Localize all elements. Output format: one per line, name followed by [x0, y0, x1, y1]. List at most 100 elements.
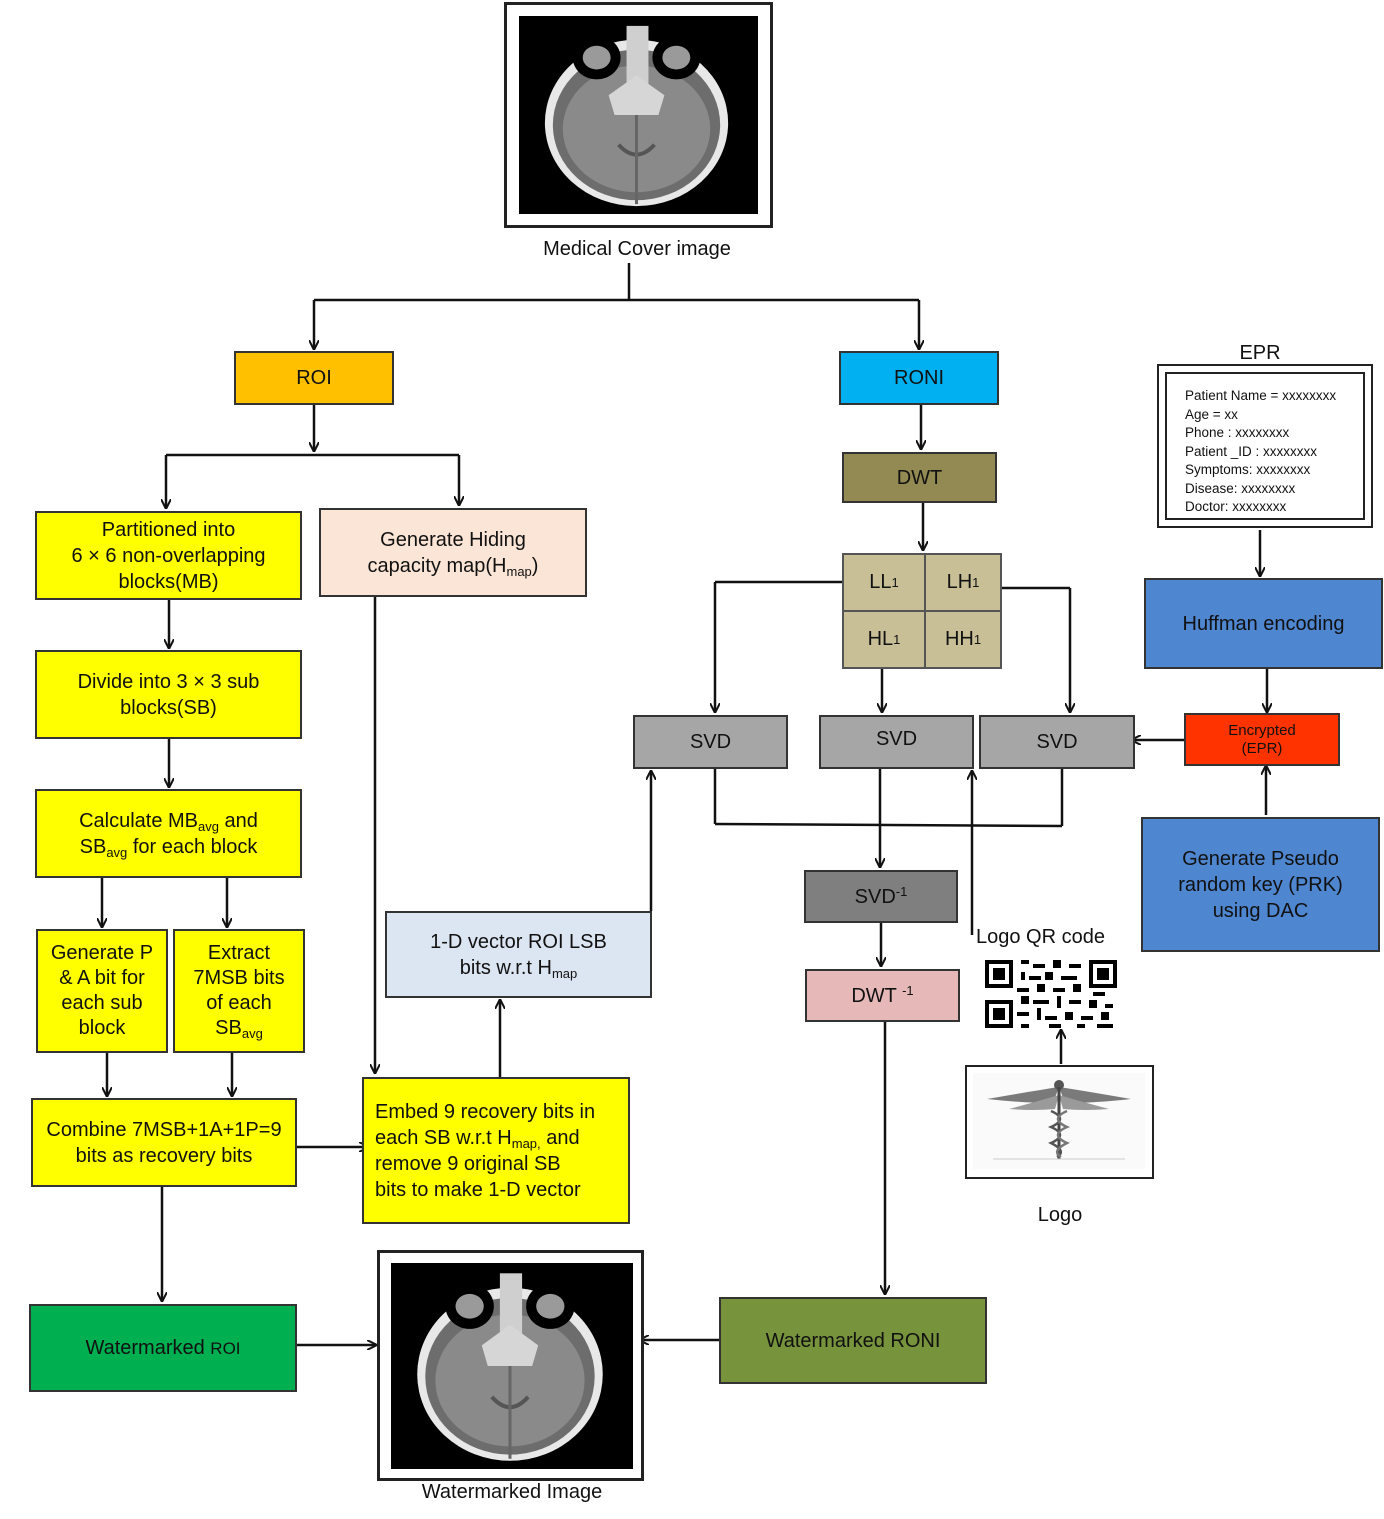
watermarked-image-caption: Watermarked Image — [421, 1481, 603, 1503]
embed-line-4: bits to make 1-D vector — [375, 1178, 581, 1201]
calc-text-1b: and — [218, 809, 258, 832]
divide-line-2: blocks(SB) — [120, 696, 217, 719]
extract-msb-box: Extract 7MSB bits of each SBavg — [173, 929, 305, 1053]
hh-text: HH — [944, 628, 974, 650]
extract-line-4: SBavg — [215, 1016, 263, 1041]
epr-patient-name: Patient Name = xxxxxxxx — [1185, 388, 1337, 403]
calc-text-2: SB — [79, 835, 107, 858]
hl-text: HL — [867, 628, 894, 650]
divide-box: Divide into 3 × 3 sub blocks(SB) — [35, 650, 302, 739]
extract-text-4: SB — [215, 1017, 242, 1039]
svd-left-label: SVD — [689, 731, 732, 753]
combine-box: Combine 7MSB+1A+1P=9 bits as recovery bi… — [31, 1098, 297, 1187]
partition-line-3: blocks(MB) — [118, 570, 219, 593]
epr-record: Patient Name = xxxxxxxx Age = xx Phone :… — [1165, 372, 1365, 520]
partition-line-1: Partitioned into — [101, 518, 236, 541]
generate-pa-box: Generate P & A bit for each sub block — [36, 929, 168, 1053]
epr-doctor: Doctor: xxxxxxxx — [1185, 499, 1287, 514]
vector-sub-2: map — [551, 965, 578, 981]
hiding-text: capacity map(H — [367, 554, 507, 577]
lh-text: LH — [946, 571, 973, 593]
svd-inverse-box: SVD-1 — [804, 870, 958, 923]
genpa-line-3: each sub — [61, 992, 143, 1014]
embed-box: Embed 9 recovery bits in each SB w.r.t H… — [362, 1077, 630, 1224]
encrypted-epr-box: Encrypted (EPR) — [1184, 713, 1340, 766]
vector-box: 1-D vector ROI LSB bits w.r.t Hmap — [385, 911, 652, 998]
roni-box: RONI — [839, 351, 999, 405]
genpa-line-2: & A bit for — [59, 967, 145, 989]
embed-line-3: remove 9 original SB — [375, 1152, 561, 1175]
hiding-close: ) — [531, 554, 539, 577]
svd-middle-label: SVD — [875, 728, 918, 750]
wm-roi-small: ROI — [210, 1338, 241, 1358]
embed-line-1: Embed 9 recovery bits in — [375, 1100, 596, 1123]
embed-text-2: each SB w.r.t H — [375, 1126, 512, 1149]
hiding-line-1: Generate Hiding — [380, 528, 526, 551]
dwt-inv-text: DWT — [851, 984, 903, 1007]
vector-line-1: 1-D vector ROI LSB — [430, 930, 607, 953]
huffman-box: Huffman encoding — [1144, 578, 1383, 669]
prk-line-2: random key (PRK) — [1178, 873, 1343, 896]
divide-line-1: Divide into 3 × 3 sub — [77, 670, 260, 693]
epr-record-frame: Patient Name = xxxxxxxx Age = xx Phone :… — [1157, 364, 1373, 528]
extract-line-1: Extract — [207, 942, 271, 964]
genpa-line-1: Generate P — [50, 942, 154, 964]
watermarked-roi-label: Watermarked ROI — [85, 1335, 240, 1362]
logo-frame — [965, 1065, 1154, 1179]
watermarked-ct-scan-image — [391, 1263, 633, 1469]
calc-sub-2: avg — [106, 844, 128, 860]
hiding-line-2: capacity map(Hmap) — [368, 553, 539, 579]
svd-inverse-label: SVD-1 — [855, 884, 908, 910]
embed-text-2b: and — [540, 1126, 580, 1149]
combine-line-1: Combine 7MSB+1A+1P=9 — [46, 1118, 282, 1141]
hiding-subscript: map — [506, 563, 532, 579]
calculate-line-1: Calculate MBavg and — [79, 808, 258, 834]
epr-disease: Disease: xxxxxxxx — [1185, 480, 1296, 496]
extract-sub-4: avg — [241, 1026, 263, 1041]
watermarked-roi-box: Watermarked ROI — [29, 1304, 297, 1392]
epr-patient-id: Patient _ID : xxxxxxxx — [1185, 443, 1318, 459]
extract-line-3: of each — [206, 992, 272, 1014]
cover-image-caption: Medical Cover image — [543, 238, 731, 260]
prk-line-3: using DAC — [1212, 899, 1309, 922]
epr-title: EPR — [1239, 342, 1281, 364]
partition-line-2: 6 × 6 non-overlapping — [71, 544, 266, 567]
roi-box: ROI — [234, 351, 394, 405]
calculate-box: Calculate MBavg and SBavg for each block — [35, 789, 302, 878]
svd-right-box: SVD — [979, 715, 1135, 769]
svd-inv-sup: -1 — [895, 883, 908, 899]
dwt-inv-sup: -1 — [902, 982, 914, 998]
epr-symptoms: Symptoms: xxxxxxxx — [1185, 462, 1311, 477]
svd-right-label: SVD — [1036, 731, 1078, 753]
genpa-line-4: block — [78, 1017, 126, 1039]
encrypted-line-2: (EPR) — [1241, 739, 1283, 757]
svd-inv-text: SVD — [854, 885, 896, 908]
vector-line-2: bits w.r.t Hmap — [460, 955, 578, 981]
roi-label: ROI — [296, 367, 332, 389]
ll-text: LL — [869, 571, 892, 593]
qr-code-icon — [985, 959, 1117, 1029]
combine-line-2: bits as recovery bits — [75, 1144, 253, 1167]
calc-text-1: Calculate MB — [79, 809, 199, 832]
calc-sub-1: avg — [198, 818, 219, 834]
cover-image-frame — [504, 2, 773, 228]
watermarked-image-frame — [377, 1250, 644, 1481]
calc-text-2b: for each block — [127, 835, 258, 858]
vector-text-2: bits w.r.t H — [459, 956, 552, 979]
wm-roi-text: Watermarked — [85, 1336, 211, 1359]
logo-qr-caption: Logo QR code — [976, 926, 1105, 948]
dwt-inverse-label: DWT -1 — [851, 983, 913, 1009]
ct-brain-scan-image — [519, 16, 758, 214]
roni-label: RONI — [894, 367, 944, 389]
embed-sub-2: map, — [511, 1135, 541, 1151]
encrypted-line-1: Encrypted — [1228, 721, 1296, 739]
calculate-line-2: SBavg for each block — [80, 834, 258, 860]
hiding-capacity-box: Generate Hiding capacity map(Hmap) — [319, 508, 587, 597]
embed-line-2: each SB w.r.t Hmap, and — [375, 1125, 580, 1151]
dwt-box: DWT — [842, 452, 997, 503]
partition-box: Partitioned into 6 × 6 non-overlapping b… — [35, 511, 302, 600]
